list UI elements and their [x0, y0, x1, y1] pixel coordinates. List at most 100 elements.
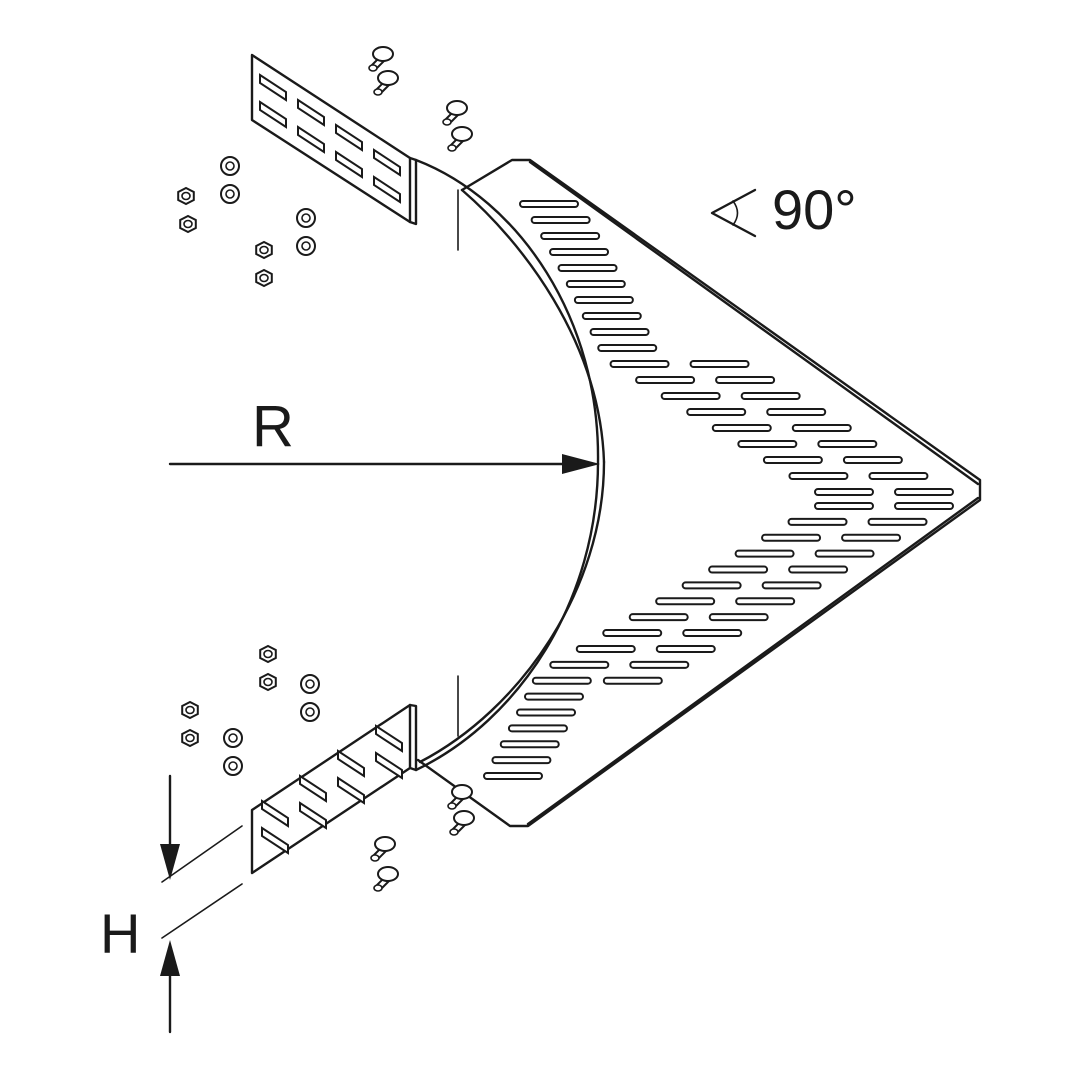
perforation-slot: [597, 344, 658, 352]
nut-icon: [255, 240, 273, 260]
perforation-slot: [530, 216, 591, 224]
plate-slot: [259, 73, 287, 102]
nut-icon: [255, 268, 273, 288]
perforation-slot: [766, 408, 827, 416]
nut-icon: [177, 186, 195, 206]
perforation-slot: [491, 756, 552, 765]
plate-slot: [337, 776, 365, 805]
perforation-slot: [689, 360, 750, 368]
perforation-slot: [894, 488, 954, 496]
perforation-slot: [549, 248, 610, 256]
tray-inner-wall-lower-edge: [414, 158, 600, 772]
tray-perforations: [483, 200, 954, 780]
plate-slot: [261, 799, 289, 828]
plate-slot: [373, 175, 401, 204]
bolt-icon: [442, 100, 468, 126]
perforation-slot: [507, 724, 568, 733]
perforation-slot: [609, 360, 670, 368]
perforation-slot: [894, 502, 954, 510]
perforation-slot: [740, 392, 801, 400]
bolt-icon: [447, 126, 473, 152]
perforation-slot: [589, 328, 650, 336]
height-label: H: [100, 902, 141, 965]
height-dimension: [160, 774, 243, 1034]
perforation-slot: [686, 408, 747, 416]
perforation-slot: [540, 232, 601, 240]
washer-icon: [296, 208, 316, 228]
perforation-slot: [565, 280, 626, 288]
perforation-slot: [681, 581, 742, 590]
perforation-slot: [788, 472, 849, 480]
perforation-slot: [655, 644, 716, 653]
perforation-slot: [708, 565, 769, 574]
perforation-slot: [814, 549, 875, 558]
perforation-slot: [841, 533, 902, 542]
perforation-slot: [602, 676, 663, 685]
nut-icon: [181, 700, 199, 720]
bolt-icon: [368, 46, 394, 72]
perforation-slot: [628, 613, 689, 622]
perforation-slot: [557, 264, 618, 272]
perforation-slot: [660, 392, 721, 400]
perforation-slot: [787, 517, 848, 526]
tray-inner-wall-top: [460, 188, 606, 464]
washer-icon: [223, 756, 243, 776]
nut-icon: [259, 672, 277, 692]
perforation-slot: [814, 502, 874, 510]
bolt-icon: [370, 836, 396, 862]
perforation-slot: [761, 581, 822, 590]
angle-value: 90°: [772, 178, 857, 241]
perforation-slot: [868, 472, 929, 480]
perforation-slot: [737, 440, 798, 448]
bend-tray: [414, 158, 982, 828]
plate-slot: [375, 751, 403, 780]
perforation-slot: [762, 456, 823, 464]
nut-icon: [259, 644, 277, 664]
nut-icon: [181, 728, 199, 748]
perforation-slot: [761, 533, 822, 542]
washer-icon: [296, 236, 316, 256]
perforation-slot: [708, 613, 769, 622]
perforation-slot: [635, 376, 696, 384]
tray-outer-edge: [526, 160, 980, 826]
fastener-set: [177, 46, 475, 892]
perforation-slot: [715, 376, 776, 384]
perforation-slot: [842, 456, 903, 464]
height-arrow-down: [160, 844, 180, 880]
perforation-slot: [575, 644, 636, 653]
perforation-slot: [483, 772, 543, 780]
washer-icon: [223, 728, 243, 748]
perforation-slot: [682, 629, 743, 638]
nut-icon: [179, 214, 197, 234]
perforation-slot: [531, 676, 592, 685]
perforation-slot: [519, 200, 579, 208]
perforation-slot: [817, 440, 878, 448]
radius-arrow-head: [562, 454, 600, 474]
plate-slot: [373, 148, 401, 177]
plate-slot: [337, 749, 365, 778]
perforation-slot: [523, 692, 584, 701]
perforation-slot: [791, 424, 852, 432]
perforation-slot: [499, 740, 560, 749]
perforation-slot: [655, 597, 716, 606]
plate-slot: [297, 98, 325, 127]
perforation-slot: [581, 312, 642, 320]
angle-icon: [710, 188, 757, 238]
washer-icon: [300, 702, 320, 722]
perforation-slot: [734, 549, 795, 558]
perforation-slot: [735, 597, 796, 606]
tray-inner-wall-bottom: [418, 460, 606, 764]
washer-icon: [220, 156, 240, 176]
perforation-slot: [602, 629, 663, 638]
plate-slot: [335, 150, 363, 179]
perforation-slot: [549, 660, 610, 669]
plate-slot: [261, 826, 289, 855]
perforation-slot: [573, 296, 634, 304]
plate-slot: [259, 100, 287, 129]
radius-dimension: [168, 454, 600, 474]
perforation-slot: [516, 708, 577, 717]
perforation-slot: [814, 488, 874, 496]
splice-plate-top: [250, 53, 418, 226]
